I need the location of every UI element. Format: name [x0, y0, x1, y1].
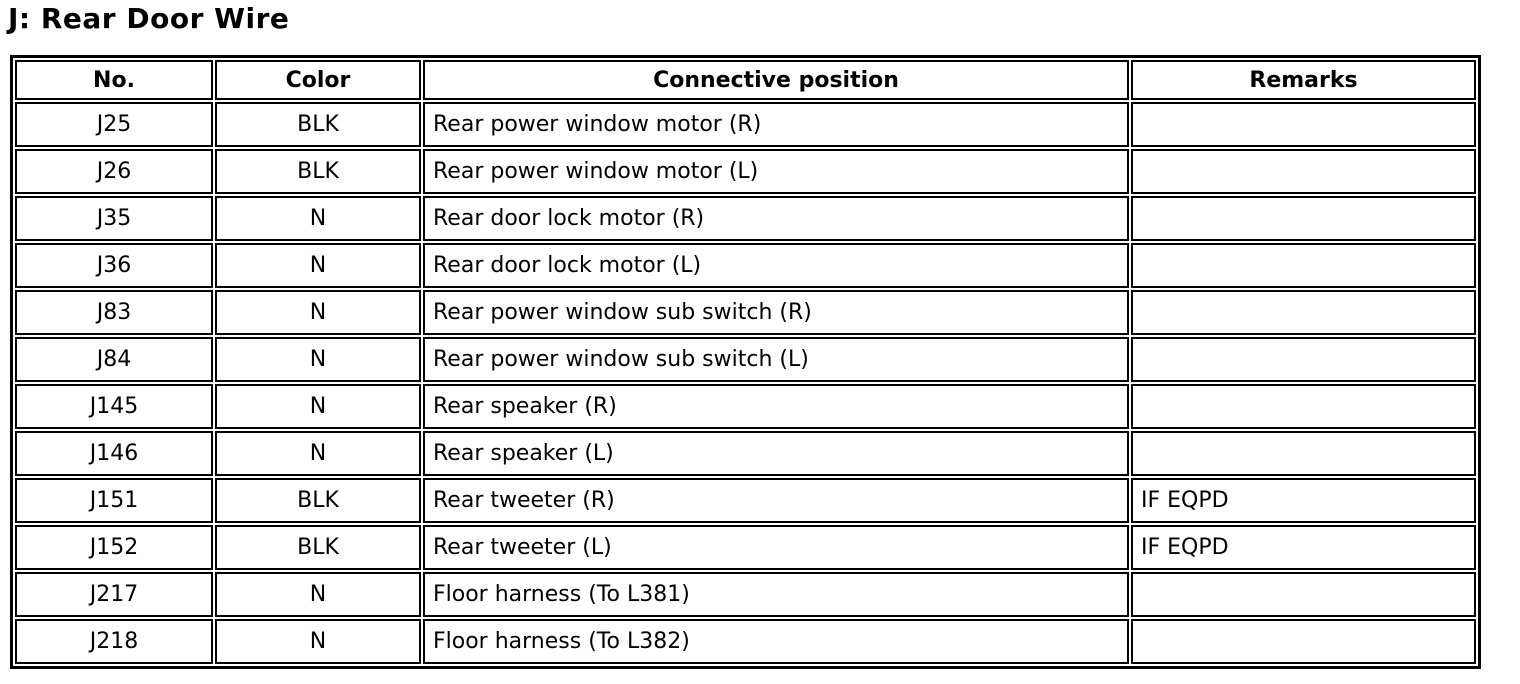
table-row: J83 N Rear power window sub switch (R) — [15, 290, 1476, 335]
cell-no: J26 — [15, 149, 213, 194]
cell-position: Rear door lock motor (R) — [423, 196, 1129, 241]
table-row: J35 N Rear door lock motor (R) — [15, 196, 1476, 241]
cell-color: N — [215, 337, 421, 382]
cell-no: J217 — [15, 572, 213, 617]
table-row: J218 N Floor harness (To L382) — [15, 619, 1476, 664]
cell-color: BLK — [215, 149, 421, 194]
table-row: J84 N Rear power window sub switch (L) — [15, 337, 1476, 382]
cell-position: Rear power window motor (L) — [423, 149, 1129, 194]
cell-color: N — [215, 619, 421, 664]
cell-color: N — [215, 243, 421, 288]
cell-color: N — [215, 572, 421, 617]
cell-remarks: IF EQPD — [1131, 478, 1476, 523]
table-row: J146 N Rear speaker (L) — [15, 431, 1476, 476]
cell-color: N — [215, 196, 421, 241]
cell-remarks — [1131, 196, 1476, 241]
cell-no: J25 — [15, 102, 213, 147]
column-header-color: Color — [215, 60, 421, 100]
column-header-connective-position: Connective position — [423, 60, 1129, 100]
cell-color: N — [215, 384, 421, 429]
cell-remarks — [1131, 243, 1476, 288]
cell-color: N — [215, 290, 421, 335]
table-row: J25 BLK Rear power window motor (R) — [15, 102, 1476, 147]
cell-remarks — [1131, 572, 1476, 617]
cell-no: J36 — [15, 243, 213, 288]
cell-remarks — [1131, 619, 1476, 664]
cell-remarks — [1131, 384, 1476, 429]
cell-position: Floor harness (To L382) — [423, 619, 1129, 664]
column-header-remarks: Remarks — [1131, 60, 1476, 100]
cell-remarks — [1131, 290, 1476, 335]
table-row: J145 N Rear speaker (R) — [15, 384, 1476, 429]
cell-no: J84 — [15, 337, 213, 382]
page-title: J: Rear Door Wire — [8, 2, 290, 35]
table-row: J151 BLK Rear tweeter (R) IF EQPD — [15, 478, 1476, 523]
cell-no: J151 — [15, 478, 213, 523]
cell-remarks — [1131, 102, 1476, 147]
table-row: J36 N Rear door lock motor (L) — [15, 243, 1476, 288]
cell-color: BLK — [215, 478, 421, 523]
cell-position: Rear tweeter (R) — [423, 478, 1129, 523]
cell-color: N — [215, 431, 421, 476]
cell-no: J83 — [15, 290, 213, 335]
table-row: J26 BLK Rear power window motor (L) — [15, 149, 1476, 194]
cell-position: Rear door lock motor (L) — [423, 243, 1129, 288]
table-row: J217 N Floor harness (To L381) — [15, 572, 1476, 617]
cell-remarks — [1131, 149, 1476, 194]
cell-no: J146 — [15, 431, 213, 476]
cell-color: BLK — [215, 102, 421, 147]
cell-no: J35 — [15, 196, 213, 241]
cell-remarks — [1131, 431, 1476, 476]
table-row: J152 BLK Rear tweeter (L) IF EQPD — [15, 525, 1476, 570]
cell-position: Rear power window sub switch (L) — [423, 337, 1129, 382]
rear-door-wire-table: No. Color Connective position Remarks J2… — [10, 55, 1481, 669]
cell-remarks: IF EQPD — [1131, 525, 1476, 570]
cell-position: Rear speaker (R) — [423, 384, 1129, 429]
cell-position: Rear power window sub switch (R) — [423, 290, 1129, 335]
table-header-row: No. Color Connective position Remarks — [15, 60, 1476, 100]
cell-color: BLK — [215, 525, 421, 570]
cell-position: Floor harness (To L381) — [423, 572, 1129, 617]
cell-position: Rear tweeter (L) — [423, 525, 1129, 570]
cell-position: Rear power window motor (R) — [423, 102, 1129, 147]
cell-no: J145 — [15, 384, 213, 429]
table-body: J25 BLK Rear power window motor (R) J26 … — [15, 102, 1476, 664]
cell-remarks — [1131, 337, 1476, 382]
cell-no: J218 — [15, 619, 213, 664]
cell-no: J152 — [15, 525, 213, 570]
column-header-no: No. — [15, 60, 213, 100]
cell-position: Rear speaker (L) — [423, 431, 1129, 476]
